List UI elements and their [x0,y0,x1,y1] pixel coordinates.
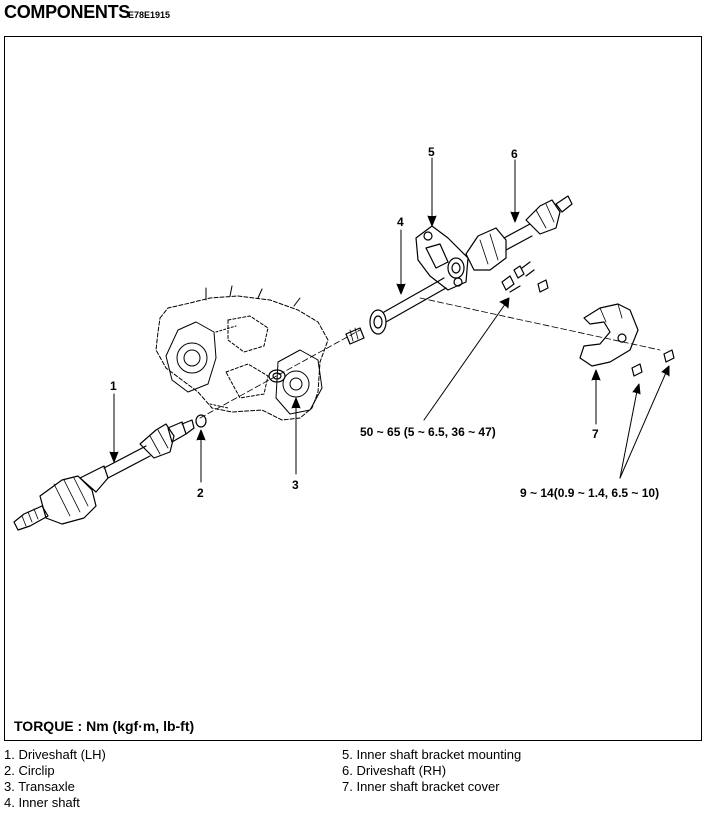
callout-7: 7 [592,427,599,441]
callout-4: 4 [397,215,404,229]
callout-5: 5 [428,145,435,159]
inner-shaft-bracket [415,225,469,291]
inner-shaft-bracket-cover [579,303,639,367]
document-code: E78E1915 [128,10,171,20]
oil-seal [268,369,286,383]
page-title: COMPONENTS [4,2,131,22]
driveshaft-lh [13,419,195,531]
legend-item: 1. Driveshaft (LH) [4,747,106,762]
legend-item: 4. Inner shaft [4,795,80,810]
legend-item: 7. Inner shaft bracket cover [342,779,500,794]
legend-item: 5. Inner shaft bracket mounting [342,747,522,762]
callout-6: 6 [511,147,518,161]
legend-item: 3. Transaxle [4,779,75,794]
callout-2: 2 [197,486,204,500]
circlip [195,414,207,428]
diagram-frame [4,36,702,741]
callout-1: 1 [110,379,117,393]
callout-3: 3 [292,478,299,492]
driveshaft-rh [465,195,573,271]
legend-right: 5. Inner shaft bracket mounting 6. Drive… [342,747,521,795]
torque-unit-label: TORQUE : Nm (kgf·m, lb-ft) [14,718,195,734]
axis-centerline [199,297,661,419]
legend-left: 1. Driveshaft (LH) 2. Circlip 3. Transax… [4,747,106,811]
transaxle-housing [155,285,329,421]
torque-spec-cover: 9 ~ 14(0.9 ~ 1.4, 6.5 ~ 10) [520,486,659,500]
cover-bolts [631,349,675,377]
legend-item: 2. Circlip [4,763,55,778]
legend-item: 6. Driveshaft (RH) [342,763,447,778]
torque-spec-bracket: 50 ~ 65 (5 ~ 6.5, 36 ~ 47) [360,425,496,439]
leader-lines [109,157,670,483]
bracket-bolts [501,261,549,293]
exploded-view-diagram: 1 2 3 4 5 6 7 50 ~ 65 (5 ~ 6.5, 36 ~ 47)… [13,145,675,531]
inner-shaft [345,277,447,345]
